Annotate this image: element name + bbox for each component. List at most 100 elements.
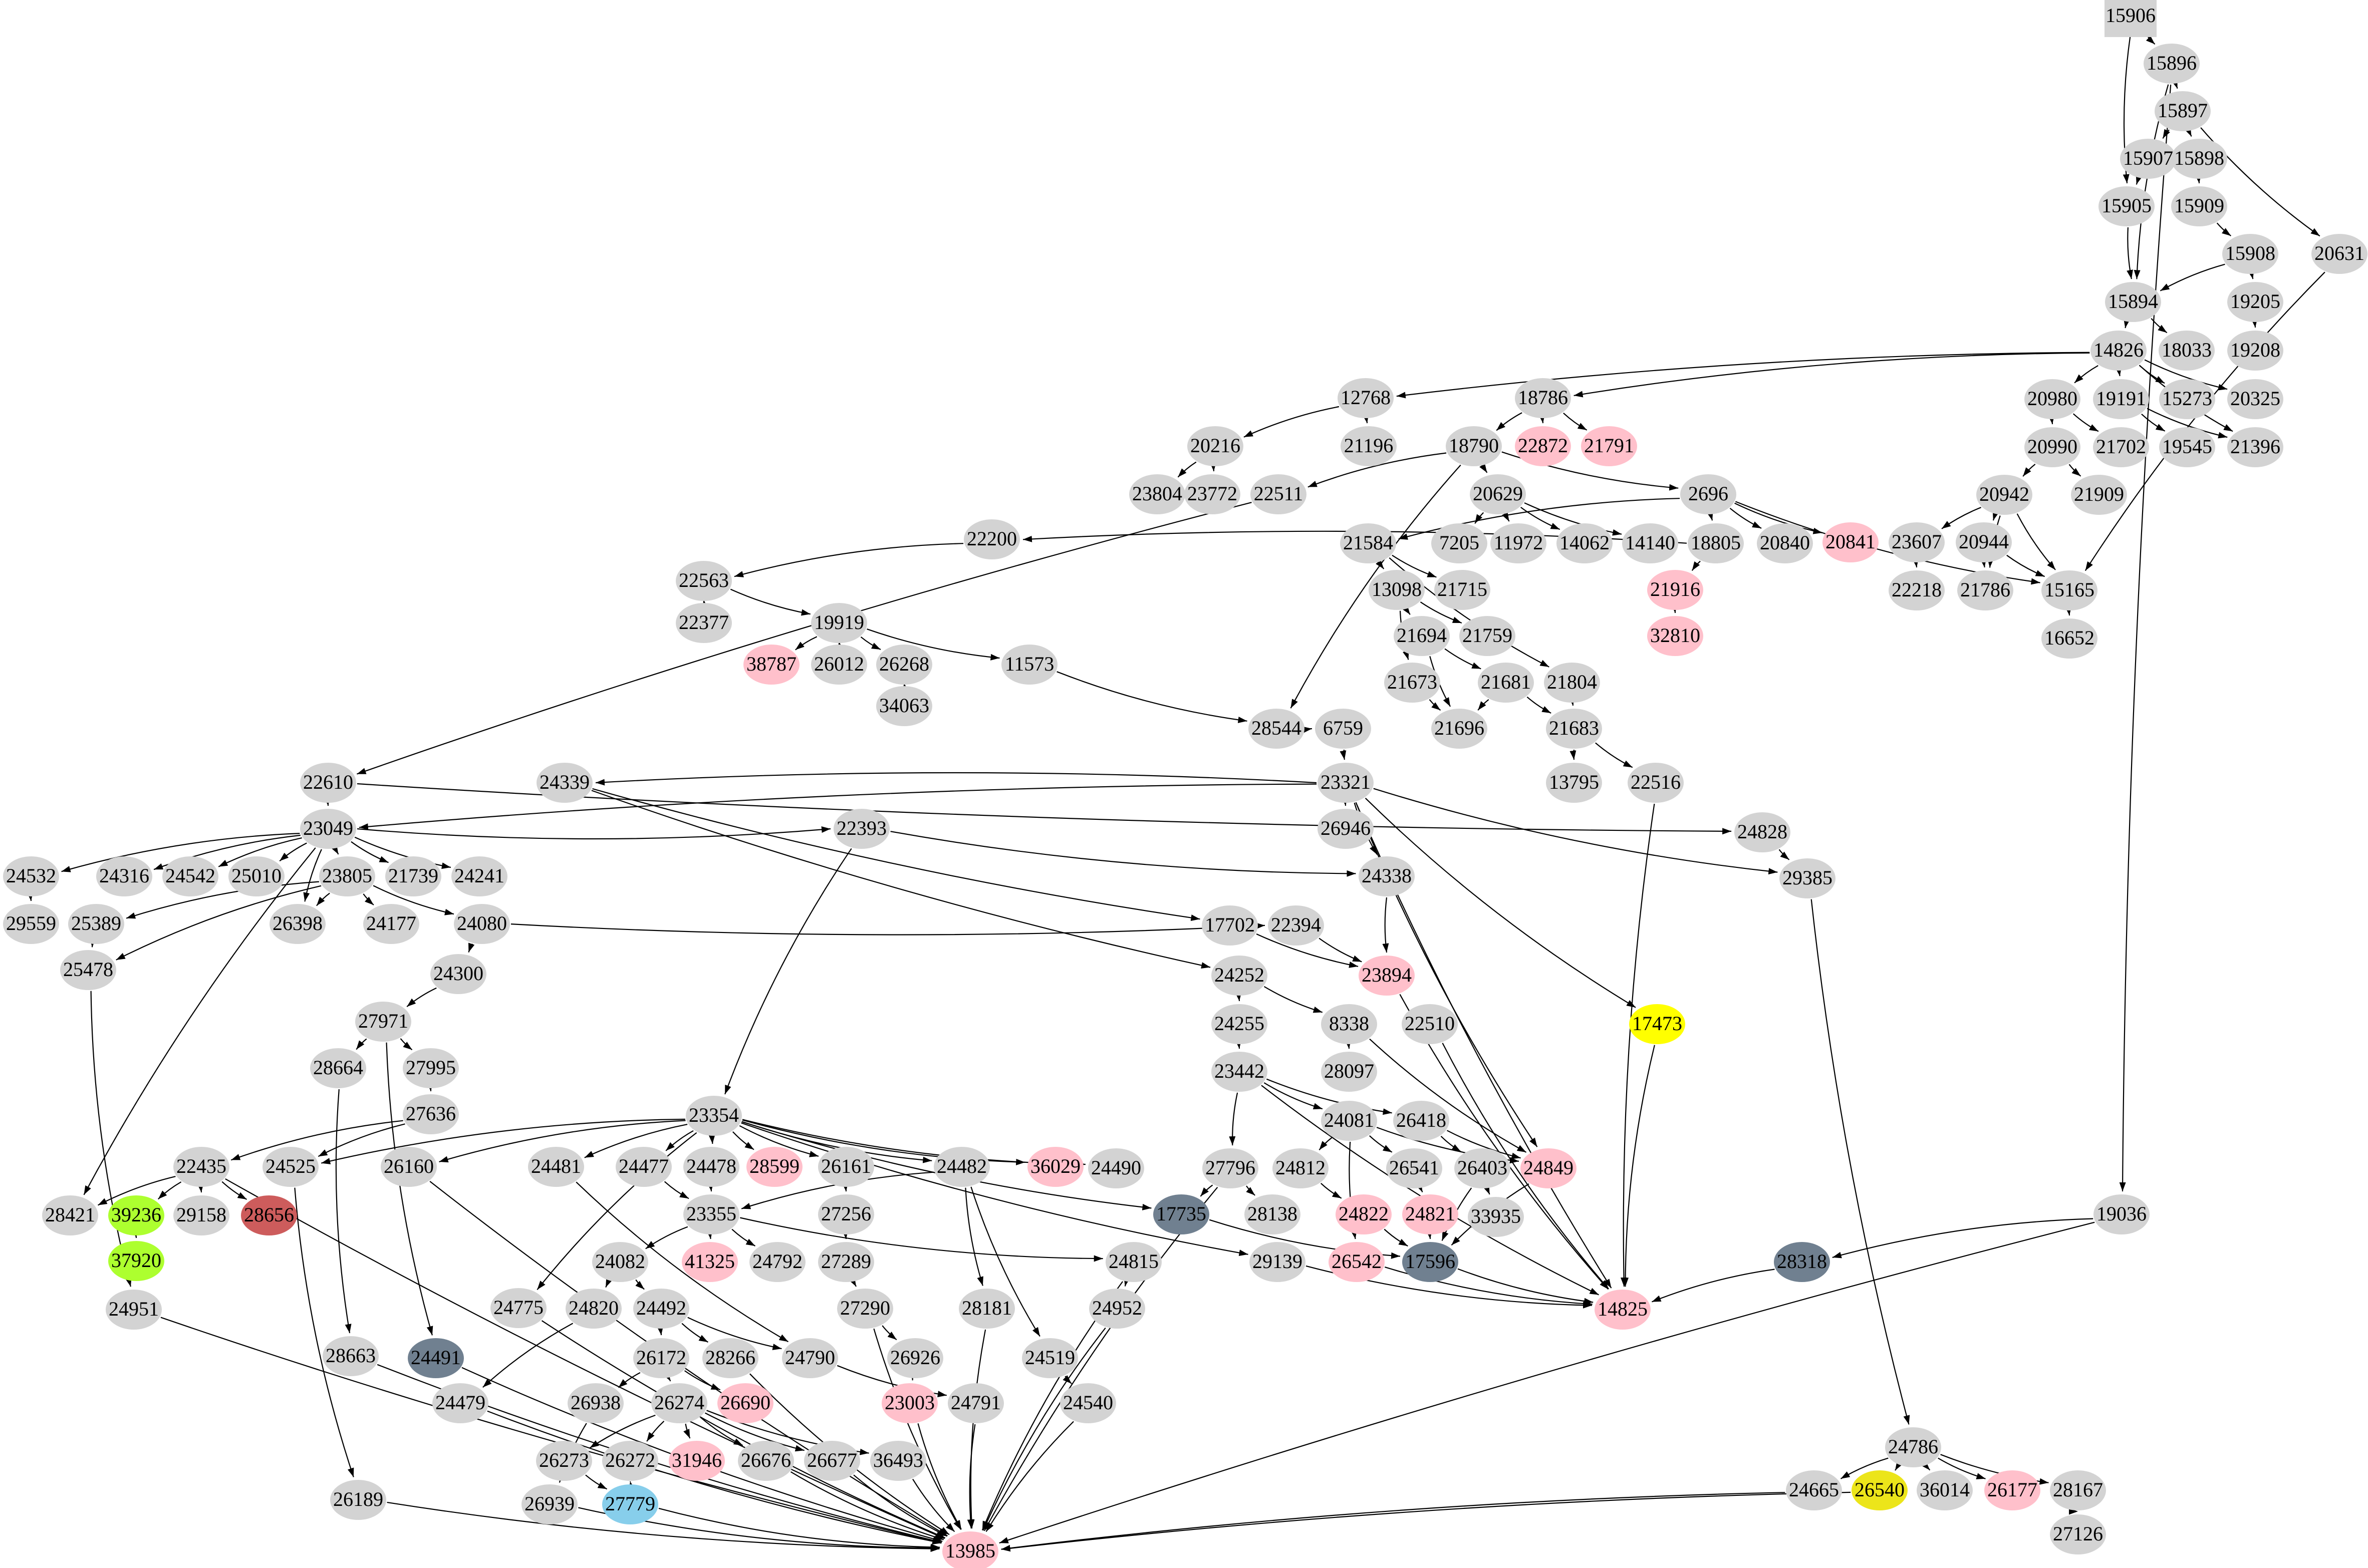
graph-node-26172: 26172 xyxy=(633,1338,689,1378)
graph-edge-21681-21683 xyxy=(1526,696,1551,714)
graph-edge-23321-17473 xyxy=(1365,797,1636,1008)
node-ellipse-shape xyxy=(2159,331,2215,371)
node-label-24252: 24252 xyxy=(1214,964,1264,986)
graph-edge-18790-22511 xyxy=(1307,452,1447,488)
graph-node-19208: 19208 xyxy=(2227,331,2283,371)
node-label-26418: 26418 xyxy=(1396,1109,1446,1131)
node-ellipse-shape xyxy=(1629,1004,1685,1044)
graph-node-28266: 28266 xyxy=(702,1338,758,1378)
node-ellipse-shape xyxy=(1244,1194,1300,1234)
graph-edge-15908-19205 xyxy=(2247,269,2254,279)
node-label-21681: 21681 xyxy=(1481,671,1531,693)
node-ellipse-shape xyxy=(1446,426,1502,466)
node-ellipse-shape xyxy=(2041,618,2097,659)
graph-node-24791: 24791 xyxy=(948,1383,1004,1423)
graph-node-26012: 26012 xyxy=(811,645,867,685)
node-ellipse-shape xyxy=(451,856,507,896)
node-ellipse-shape xyxy=(106,1290,162,1330)
graph-node-28138: 28138 xyxy=(1244,1194,1300,1234)
graph-node-17473: 17473 xyxy=(1629,1004,1685,1044)
node-label-24849: 24849 xyxy=(1523,1156,1573,1179)
graph-node-19919: 19919 xyxy=(811,603,867,643)
graph-edge-6759-23321 xyxy=(1340,749,1347,760)
graph-edge-24791-13985 xyxy=(967,1424,976,1529)
graph-node-24491: 24491 xyxy=(408,1338,464,1378)
node-label-28663: 28663 xyxy=(326,1344,376,1367)
graph-node-27126: 27126 xyxy=(2050,1514,2106,1554)
node-label-23804: 23804 xyxy=(1132,482,1182,505)
node-label-24490: 24490 xyxy=(1091,1156,1141,1179)
graph-node-21681: 21681 xyxy=(1478,663,1534,703)
graph-node-15165: 15165 xyxy=(2041,570,2097,610)
graph-node-16652: 16652 xyxy=(2041,618,2097,659)
graph-edge-24082-24820 xyxy=(605,1278,613,1288)
graph-edge-26274-26677 xyxy=(704,1412,805,1452)
graph-edge-19919-26268 xyxy=(860,636,881,650)
node-label-27289: 27289 xyxy=(821,1250,871,1273)
graph-edge-2696-20840 xyxy=(1729,507,1762,529)
node-ellipse-shape xyxy=(2050,1470,2106,1510)
node-label-23049: 23049 xyxy=(303,817,353,839)
graph-node-21396: 21396 xyxy=(2227,427,2283,467)
graph-node-28656: 28656 xyxy=(241,1195,297,1235)
graph-node-15908: 15908 xyxy=(2222,234,2278,274)
graph-edge-20942-15165 xyxy=(2016,513,2056,570)
graph-node-26690: 26690 xyxy=(717,1383,773,1423)
graph-edge-27971-24491 xyxy=(386,1042,433,1336)
node-ellipse-shape xyxy=(948,1383,1004,1423)
node-label-23321: 23321 xyxy=(1321,771,1371,793)
graph-edge-23354-24478 xyxy=(708,1134,715,1144)
node-ellipse-shape xyxy=(1369,570,1425,610)
graph-edge-20629-14140 xyxy=(1524,502,1622,536)
graph-node-26272: 26272 xyxy=(602,1441,658,1481)
graph-node-23442: 23442 xyxy=(1211,1052,1267,1092)
node-ellipse-shape xyxy=(676,603,732,643)
graph-edge-26418-24849 xyxy=(1446,1130,1521,1159)
graph-node-21702: 21702 xyxy=(2093,427,2149,467)
graph-node-24477: 24477 xyxy=(616,1147,672,1187)
node-ellipse-shape xyxy=(651,1383,707,1423)
node-label-23772: 23772 xyxy=(1187,482,1237,505)
graph-node-24482: 24482 xyxy=(934,1147,990,1187)
graph-node-26161: 26161 xyxy=(818,1147,874,1187)
node-label-26542: 26542 xyxy=(1332,1250,1382,1273)
node-ellipse-shape xyxy=(300,809,356,849)
node-ellipse-shape xyxy=(1321,1052,1377,1092)
graph-edge-23805-24080 xyxy=(373,885,454,915)
graph-edge-29385-24786 xyxy=(1810,899,1910,1425)
graph-edge-24252-8338 xyxy=(1263,986,1323,1013)
graph-edge-23321-23049 xyxy=(359,783,1317,830)
node-label-7205: 7205 xyxy=(1439,531,1479,554)
graph-node-22394: 22394 xyxy=(1268,905,1324,946)
node-label-26272: 26272 xyxy=(605,1449,655,1471)
graph-node-22610: 22610 xyxy=(300,763,356,803)
graph-edge-19191-21396 xyxy=(2147,408,2228,439)
node-ellipse-shape xyxy=(1431,709,1487,749)
node-ellipse-shape xyxy=(2120,139,2176,179)
node-label-23442: 23442 xyxy=(1214,1060,1264,1082)
graph-edge-23003-13985 xyxy=(917,1423,962,1530)
graph-node-13985: 13985 xyxy=(942,1531,998,1568)
graph-edge-27796-28138 xyxy=(1246,1185,1255,1196)
graph-edge-22511-22610 xyxy=(357,502,1252,775)
graph-edge-26189-13985 xyxy=(387,1501,940,1552)
graph-node-28181: 28181 xyxy=(959,1289,1015,1329)
node-label-24481: 24481 xyxy=(531,1155,581,1177)
graph-node-23354: 23354 xyxy=(686,1096,742,1136)
graph-node-27636: 27636 xyxy=(403,1094,459,1134)
node-label-24665: 24665 xyxy=(1789,1478,1839,1501)
node-label-29158: 29158 xyxy=(176,1203,226,1226)
graph-node-26926: 26926 xyxy=(887,1338,943,1378)
node-ellipse-shape xyxy=(381,1147,437,1187)
graph-edge-13098-21759 xyxy=(1420,601,1462,624)
node-label-17473: 17473 xyxy=(1632,1012,1682,1035)
node-ellipse-shape xyxy=(743,645,800,685)
node-label-21683: 21683 xyxy=(1549,717,1599,739)
graph-node-19205: 19205 xyxy=(2227,282,2283,322)
node-ellipse-shape xyxy=(1757,523,1813,563)
graph-node-18805: 18805 xyxy=(1688,523,1744,563)
graph-edge-12768-20216 xyxy=(1243,406,1340,438)
graph-node-22516: 22516 xyxy=(1628,763,1684,803)
graph-node-26273: 26273 xyxy=(536,1441,592,1481)
